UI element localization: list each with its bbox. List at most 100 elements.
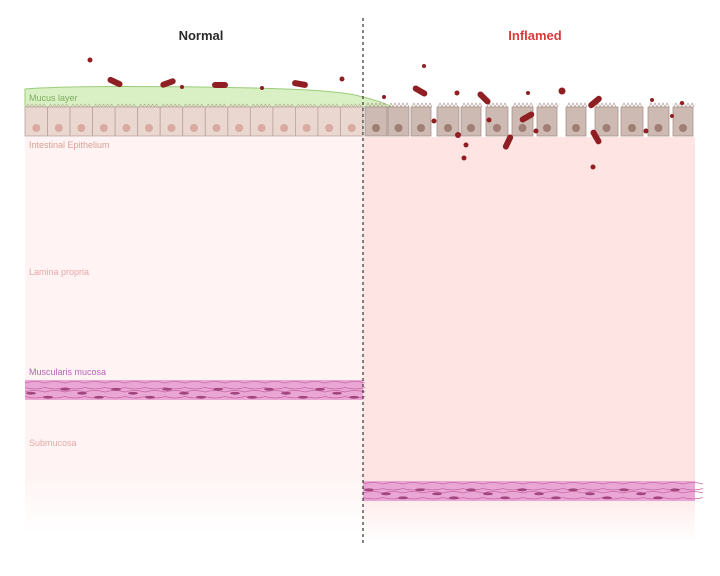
cell-nucleus xyxy=(572,124,580,132)
muscle-nucleus xyxy=(43,395,53,399)
epithelial-cell-icon xyxy=(364,102,388,137)
epithelial-cell-icon xyxy=(47,103,71,137)
microvilli xyxy=(673,102,695,108)
microvilli xyxy=(595,102,617,108)
bacterium-icon xyxy=(558,87,566,95)
epithelial-cell-icon xyxy=(114,103,139,137)
muscle-nucleus xyxy=(449,496,459,500)
muscle-nucleus xyxy=(670,488,680,492)
epithelial-cell-icon xyxy=(565,102,588,137)
cell-nucleus xyxy=(77,124,86,132)
bacterium-icon xyxy=(260,86,264,90)
cell-body xyxy=(647,106,670,137)
muscle-fiber-icon xyxy=(24,387,366,390)
bacterium-icon xyxy=(87,57,93,63)
bacterium-icon xyxy=(533,128,539,134)
epithelium-label: Intestinal Epithelium xyxy=(29,140,110,150)
muscle-nucleus xyxy=(551,496,561,500)
cell-body xyxy=(387,106,410,137)
microvilli xyxy=(273,103,295,108)
cell-nucleus xyxy=(212,124,221,132)
muscle-nucleus xyxy=(247,395,257,399)
muscle-nucleus xyxy=(332,391,342,395)
inflamed-title: Inflamed xyxy=(508,28,562,43)
cell-nucleus xyxy=(679,124,687,132)
bacterium-icon xyxy=(160,78,176,88)
epithelial-cell-icon xyxy=(410,102,433,137)
muscle-fiber-icon xyxy=(24,390,366,393)
cell-nucleus xyxy=(493,124,501,132)
bacterium-icon xyxy=(212,82,228,88)
cell-body xyxy=(620,106,644,137)
cell-body xyxy=(460,106,482,137)
epithelial-cell-icon xyxy=(387,102,410,137)
epithelial-cell-icon xyxy=(69,103,93,137)
epithelial-cell-icon xyxy=(249,103,274,137)
muscle-nucleus xyxy=(26,391,36,395)
epithelial-cell-icon xyxy=(294,103,319,137)
epithelial-cell-icon xyxy=(460,102,483,137)
cell-body xyxy=(536,106,558,137)
microvilli xyxy=(318,103,340,108)
cell-body xyxy=(410,106,432,137)
epithelial-cell-icon xyxy=(485,102,509,137)
bacterium-icon xyxy=(107,76,123,88)
muscle-nucleus xyxy=(364,488,374,492)
muscle-nucleus xyxy=(145,395,155,399)
normal-tissue xyxy=(25,137,363,472)
cell-body xyxy=(364,106,388,137)
epithelial-cell-icon xyxy=(227,103,251,137)
microvilli xyxy=(566,102,588,108)
bacterium-icon xyxy=(502,134,514,150)
microvilli xyxy=(93,103,114,108)
bacterium-icon xyxy=(422,64,426,68)
muscle-nucleus xyxy=(94,395,104,399)
muscle-nucleus xyxy=(349,395,359,399)
bacterium-icon xyxy=(382,95,386,99)
cell-nucleus xyxy=(235,124,244,132)
muscularis-mucosa-label: Muscularis mucosa xyxy=(29,367,107,377)
microvilli xyxy=(183,103,204,108)
epithelial-cell-icon xyxy=(647,102,670,137)
muscle-nucleus xyxy=(77,391,87,395)
bacterium-icon xyxy=(180,85,184,89)
microvilli xyxy=(296,103,317,108)
muscle-fiber-icon xyxy=(362,482,704,485)
muscle-nucleus xyxy=(602,496,612,500)
microvilli xyxy=(70,103,92,108)
cell-nucleus xyxy=(543,124,551,132)
bacterium-icon xyxy=(486,117,492,123)
bacterium-icon xyxy=(292,80,308,88)
microvilli xyxy=(25,103,47,108)
microvilli xyxy=(160,103,182,108)
muscle-nucleus xyxy=(636,492,646,496)
cell-body xyxy=(565,106,587,137)
epithelial-cell-icon xyxy=(620,102,644,137)
cell-nucleus xyxy=(99,124,108,132)
cell-nucleus xyxy=(628,124,636,132)
muscle-nucleus xyxy=(568,488,578,492)
cell-nucleus xyxy=(467,124,475,132)
bacterium-icon xyxy=(680,101,684,105)
inflamed-epithelium xyxy=(364,102,695,137)
microvilli xyxy=(621,102,643,108)
bacterium-icon xyxy=(643,128,649,134)
microvilli xyxy=(228,103,250,108)
muscle-nucleus xyxy=(432,492,442,496)
cell-nucleus xyxy=(347,124,356,132)
normal-tissue-fade xyxy=(25,472,363,534)
cell-nucleus xyxy=(302,124,311,132)
microvilli xyxy=(486,102,508,108)
mucus-layer xyxy=(24,85,394,108)
submucosa-label: Submucosa xyxy=(29,438,77,448)
epithelial-cell-icon xyxy=(137,103,161,137)
cell-nucleus xyxy=(32,124,41,132)
muscle-nucleus xyxy=(230,391,240,395)
muscle-nucleus xyxy=(381,492,391,496)
muscle-nucleus xyxy=(500,496,510,500)
muscularis-band-normal xyxy=(25,380,363,400)
microvilli xyxy=(537,102,559,108)
epithelial-cell-icon xyxy=(340,103,364,137)
muscle-nucleus xyxy=(128,391,138,395)
